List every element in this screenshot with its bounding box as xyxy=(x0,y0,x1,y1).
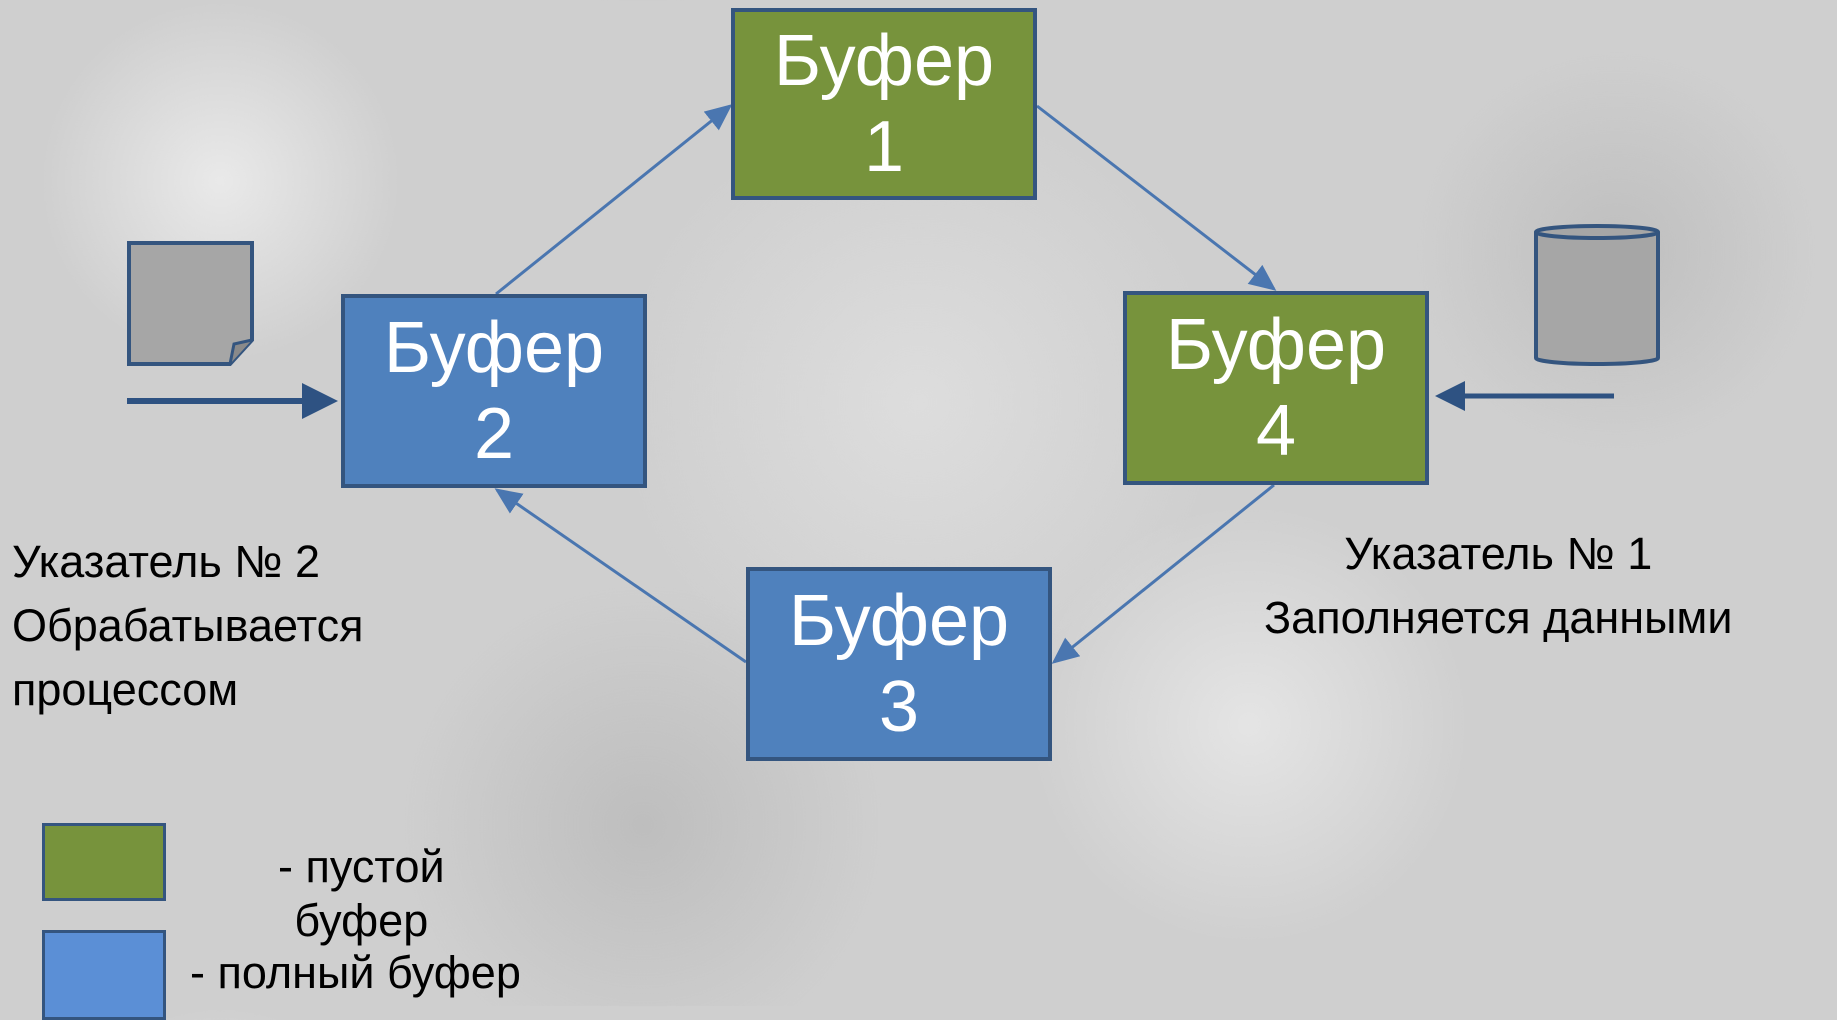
legend-swatch-empty xyxy=(42,823,166,901)
buffer-2: Буфер 2 xyxy=(341,294,647,488)
pointer-1-status: Заполняется данными xyxy=(1264,592,1733,643)
pointer-1-title: Указатель № 1 xyxy=(1344,528,1653,579)
buffer-number: 4 xyxy=(1255,391,1297,471)
legend-label-empty-line2: буфер xyxy=(294,895,429,946)
legend-label-full: - полный буфер xyxy=(190,947,521,998)
arrow-buffer2-to-buffer1 xyxy=(495,104,733,296)
buffer-1: Буфер 1 xyxy=(731,8,1037,200)
buffer-label: Буфер xyxy=(383,308,605,388)
pointer-1-caption: Указатель № 1 Заполняется данными xyxy=(1264,522,1733,650)
buffer-number: 2 xyxy=(473,394,515,474)
buffer-number: 1 xyxy=(863,107,905,187)
buffer-label: Буфер xyxy=(788,581,1010,661)
buffer-label: Буфер xyxy=(1165,305,1387,385)
pointer-2-caption: Указатель № 2 Обрабатывается процессом xyxy=(12,530,364,722)
buffer-number: 3 xyxy=(878,667,920,747)
arrow-buffer1-to-buffer4 xyxy=(1036,104,1277,291)
arrow-buffer3-to-buffer2 xyxy=(494,488,747,664)
legend-label-empty: - пустой буфер xyxy=(278,840,445,948)
document-icon xyxy=(127,241,254,366)
pointer-2-status-line2: процессом xyxy=(12,664,239,715)
legend-label-empty-line1: - пустой xyxy=(278,841,445,892)
buffer-label: Буфер xyxy=(773,21,995,101)
disk-storage-icon xyxy=(1534,224,1660,366)
pointer-2-title: Указатель № 2 xyxy=(12,536,321,587)
buffer-3: Буфер 3 xyxy=(746,567,1052,761)
pointer-2-status-line1: Обрабатывается xyxy=(12,600,364,651)
buffer-4: Буфер 4 xyxy=(1123,291,1429,485)
legend-swatch-full xyxy=(42,930,166,1020)
arrow-buffer4-to-buffer3 xyxy=(1051,483,1275,664)
